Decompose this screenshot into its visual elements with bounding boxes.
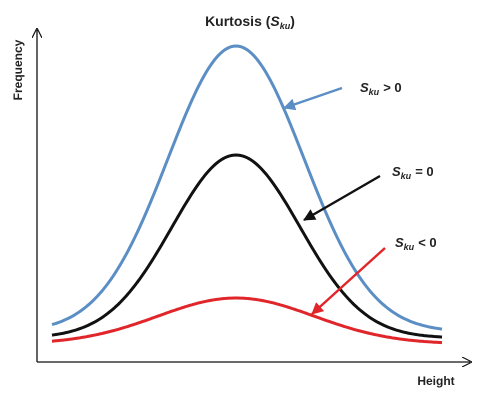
arrow-negative (311, 247, 386, 315)
label-negative-kurtosis: Sku< 0 (395, 235, 437, 252)
diagram-title: Kurtosis (Sku) (205, 13, 295, 31)
curve-negative-kurtosis (51, 296, 443, 345)
y-axis-label: Frequency (11, 39, 25, 100)
curve-zero-kurtosis (51, 153, 443, 339)
x-axis-label: Height (417, 374, 454, 388)
label-zero-kurtosis: Sku= 0 (392, 164, 434, 181)
label-positive-kurtosis: Sku> 0 (360, 80, 402, 97)
curve-positive-kurtosis (51, 44, 443, 331)
arrow-positive (283, 86, 343, 111)
arrow-zero (303, 174, 381, 222)
